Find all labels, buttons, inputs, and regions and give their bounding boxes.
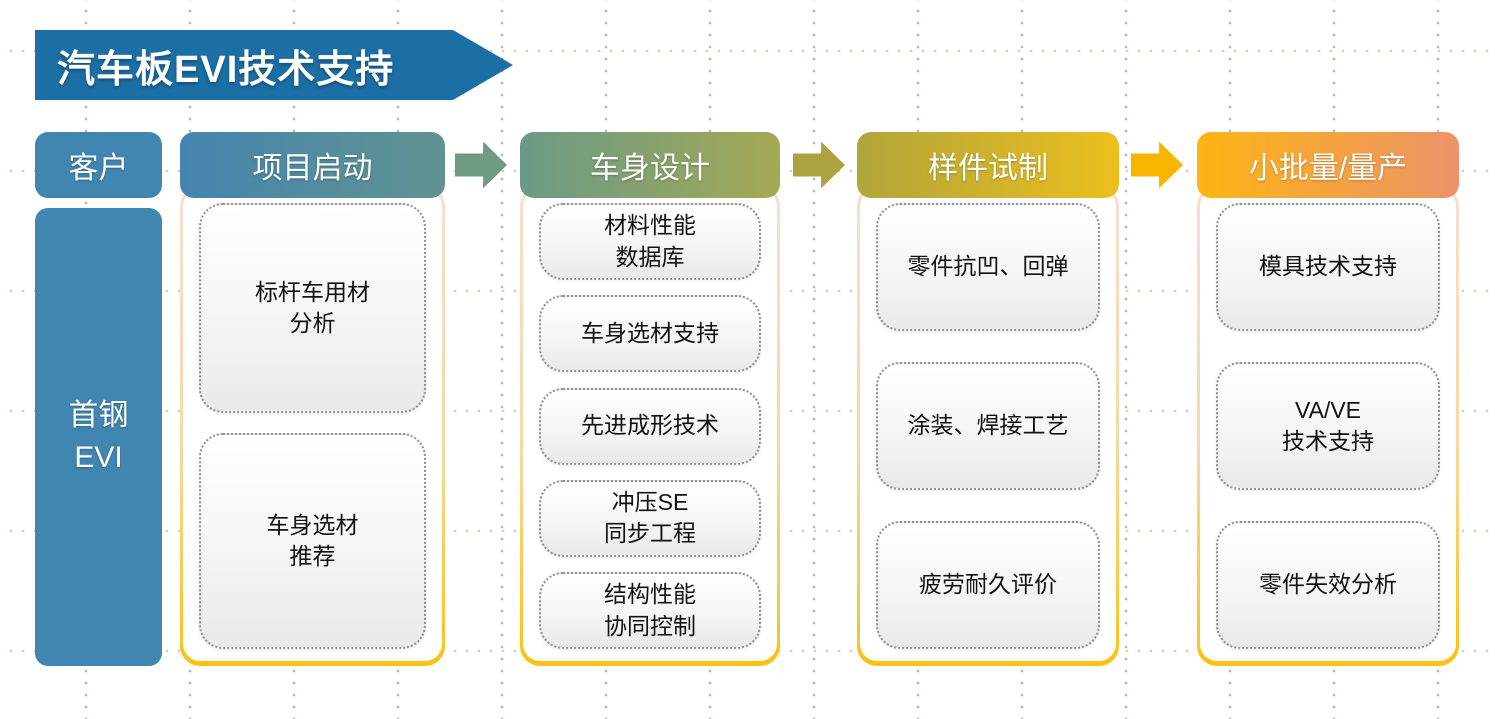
stage-item: 模具技术支持 bbox=[1216, 203, 1440, 331]
stage-header-mass-production: 小批量/量产 bbox=[1197, 132, 1459, 198]
stage-item: 车身选材支持 bbox=[539, 295, 761, 373]
stage-frame: 材料性能 数据库 车身选材支持 先进成形技术 冲压SE 同步工程 结构性能 协同… bbox=[520, 186, 780, 666]
arrow-cell bbox=[793, 132, 845, 198]
stage-header-project-kickoff: 项目启动 bbox=[180, 132, 445, 198]
stage-item: 冲压SE 同步工程 bbox=[539, 479, 761, 557]
stage-item: 先进成形技术 bbox=[539, 387, 761, 465]
stage-sample-trial: 样件试制 零件抗凹、回弹 涂装、焊接工艺 疲劳耐久评价 bbox=[857, 132, 1119, 666]
stage-frame: 零件抗凹、回弹 涂装、焊接工艺 疲劳耐久评价 bbox=[857, 186, 1119, 666]
stage-header-body-design: 车身设计 bbox=[520, 132, 780, 198]
stage-header-sample-trial: 样件试制 bbox=[857, 132, 1119, 198]
stage-body: 标杆车用材 分析 车身选材 推荐 bbox=[183, 189, 442, 661]
page-title: 汽车板EVI技术支持 bbox=[57, 48, 395, 91]
flow-arrow-right-icon bbox=[793, 141, 845, 189]
arrow-cell bbox=[1131, 132, 1183, 198]
title-banner: 汽车板EVI技术支持 bbox=[35, 30, 513, 100]
customer-column: 客户 首钢 EVI bbox=[35, 132, 162, 666]
stage-body: 材料性能 数据库 车身选材支持 先进成形技术 冲压SE 同步工程 结构性能 协同… bbox=[523, 189, 777, 661]
stage-item: 涂装、焊接工艺 bbox=[876, 362, 1100, 490]
evi-flow-diagram: 客户 首钢 EVI 项目启动 标杆车用材 分析 车身选材 推荐 车身设计 材料性… bbox=[35, 132, 1459, 666]
flow-arrow-right-icon bbox=[1131, 141, 1183, 189]
stage-item: 材料性能 数据库 bbox=[539, 203, 761, 280]
stage-body: 零件抗凹、回弹 涂装、焊接工艺 疲劳耐久评价 bbox=[860, 189, 1116, 661]
flow-arrow-right-icon bbox=[455, 141, 507, 189]
stage-item: 标杆车用材 分析 bbox=[199, 203, 426, 413]
stage-frame: 标杆车用材 分析 车身选材 推荐 bbox=[180, 186, 445, 666]
stage-item: 疲劳耐久评价 bbox=[876, 521, 1100, 649]
arrow-cell bbox=[455, 132, 507, 198]
stage-project-kickoff: 项目启动 标杆车用材 分析 车身选材 推荐 bbox=[180, 132, 445, 666]
stage-item: 结构性能 协同控制 bbox=[539, 572, 761, 649]
stage-item: 车身选材 推荐 bbox=[199, 433, 426, 649]
stage-mass-production: 小批量/量产 模具技术支持 VA/VE 技术支持 零件失效分析 bbox=[1197, 132, 1459, 666]
stage-item: VA/VE 技术支持 bbox=[1216, 362, 1440, 490]
stage-item: 零件失效分析 bbox=[1216, 521, 1440, 649]
stage-body: 模具技术支持 VA/VE 技术支持 零件失效分析 bbox=[1200, 189, 1456, 661]
customer-header: 客户 bbox=[35, 132, 162, 198]
customer-body-label: 首钢 EVI bbox=[35, 208, 162, 666]
stage-item: 零件抗凹、回弹 bbox=[876, 203, 1100, 331]
stage-body-design: 车身设计 材料性能 数据库 车身选材支持 先进成形技术 冲压SE 同步工程 结构… bbox=[520, 132, 780, 666]
stage-frame: 模具技术支持 VA/VE 技术支持 零件失效分析 bbox=[1197, 186, 1459, 666]
